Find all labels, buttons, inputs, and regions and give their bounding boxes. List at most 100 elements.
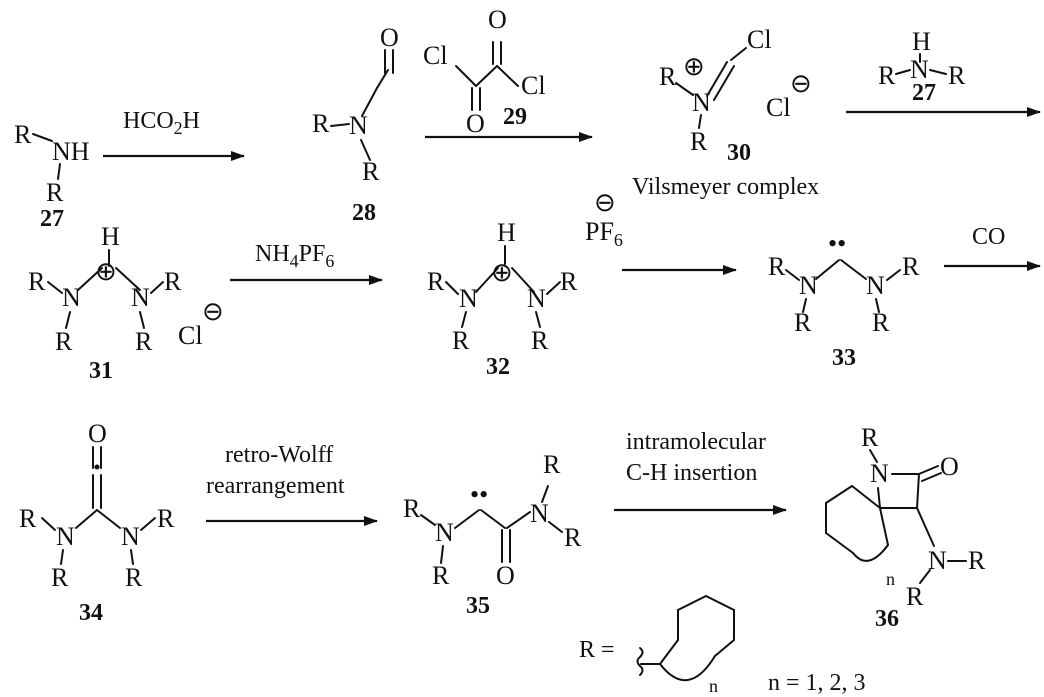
bond [361, 87, 378, 117]
bond [461, 311, 467, 328]
charge-minus: ⊖ [790, 69, 812, 98]
atom-n: N [56, 522, 75, 551]
bond [916, 473, 920, 509]
atom-n: N [62, 283, 81, 312]
reaction-arrow-ch-insertion: intramolecular C-H insertion [614, 429, 787, 515]
atom-r: R [902, 252, 920, 281]
label-intramolecular: intramolecular [626, 429, 766, 455]
label-rearrangement: rearrangement [206, 473, 345, 499]
atom-n: N [870, 459, 889, 488]
compound-32: H ⊕ N N R R R R ⊖ PF6 32 [427, 188, 623, 380]
r-group-definition: R = n n = 1, 2, 3 [579, 594, 866, 696]
bond [929, 69, 947, 75]
bond [511, 267, 535, 293]
atom-r: R [452, 326, 470, 355]
label-vilsmeyer-complex: Vilsmeyer complex [632, 174, 819, 200]
bond [475, 267, 499, 293]
lone-pair: •• [828, 229, 846, 258]
atom-r: R [157, 504, 175, 533]
bond [96, 509, 121, 529]
compound-number-32: 32 [486, 354, 510, 380]
atom-nh: NH [52, 137, 90, 166]
atom-n: N [121, 522, 140, 551]
compound-number-29: 29 [503, 104, 527, 130]
compound-34: O N N R R R R 34 [19, 419, 175, 626]
atom-r: R [55, 327, 73, 356]
bond [330, 123, 350, 127]
label-ch-insertion: C-H insertion [626, 460, 757, 486]
compound-27-reagent: H N R R 27 [878, 27, 966, 106]
atom-h: H [497, 218, 516, 247]
bond [60, 549, 64, 565]
atom-r: R [690, 127, 708, 156]
atom-r: R [432, 561, 450, 590]
bond [851, 485, 881, 509]
bond-double [918, 465, 939, 475]
compound-number-31: 31 [89, 358, 113, 384]
bond [698, 114, 702, 129]
compound-number-33: 33 [832, 345, 856, 371]
bond-double [706, 61, 728, 97]
bond [77, 267, 103, 291]
atom-o: O [496, 561, 515, 590]
atom-n: N [866, 271, 885, 300]
atom-r: R [362, 157, 380, 186]
atom-r: R [164, 267, 182, 296]
compound-number-27: 27 [40, 206, 64, 232]
atom-r: R [46, 178, 64, 207]
atom-r: R [135, 327, 153, 356]
atom-o: O [488, 5, 507, 34]
compound-number-28: 28 [352, 200, 376, 226]
bond [675, 82, 694, 96]
reaction-arrow-anion-exchange: NH4PF6 [230, 241, 383, 285]
bond [150, 281, 164, 294]
atom-cl-anion: Cl [766, 93, 791, 122]
compound-35: R N R •• O N R R 35 [403, 450, 582, 619]
bond [376, 69, 389, 89]
bond [919, 569, 931, 584]
compound-number-35: 35 [466, 593, 490, 619]
atom-h: H [101, 222, 120, 251]
atom-r: R [543, 450, 561, 479]
carbene-dot [94, 464, 100, 470]
bond [506, 511, 531, 529]
bond [115, 267, 141, 291]
reaction-arrow-co-addition: CO [944, 224, 1041, 271]
atom-r: R [872, 308, 890, 337]
wavy-bond-attachment [636, 647, 644, 676]
ring-size-n: n [709, 676, 718, 696]
atom-cl: Cl [521, 71, 546, 100]
bond [886, 269, 901, 281]
bond [139, 311, 145, 329]
atom-r: R [906, 582, 924, 611]
bond [140, 517, 156, 531]
bond-double [713, 65, 735, 101]
compound-36: R N O n N R R 36 [825, 423, 986, 632]
atom-r: R [948, 61, 966, 90]
ring-size-n: n [886, 569, 895, 589]
label-retro-wolff: retro-Wolff [225, 442, 333, 468]
bond [825, 532, 854, 554]
atom-n: N [435, 518, 454, 547]
bond [840, 259, 867, 280]
atom-r: R [659, 62, 677, 91]
bond [548, 521, 563, 533]
atom-r: R [794, 308, 812, 337]
label-r-equals: R = [579, 637, 615, 663]
atom-r: R [878, 61, 896, 90]
reagent-carbon-monoxide: CO [972, 224, 1005, 250]
cycloalkyl-ring [659, 594, 735, 665]
atom-cl: Cl [747, 25, 772, 54]
bond [32, 133, 53, 142]
bond [440, 545, 444, 564]
charge-plus: ⊕ [683, 52, 705, 81]
atom-n: N [131, 283, 150, 312]
compound-29: Cl O O Cl 29 [423, 5, 546, 138]
bond [535, 311, 541, 328]
atom-r: R [28, 267, 46, 296]
bond [916, 507, 935, 547]
ring-bracket [659, 655, 716, 681]
atom-o: O [88, 419, 107, 448]
bond [802, 298, 807, 313]
